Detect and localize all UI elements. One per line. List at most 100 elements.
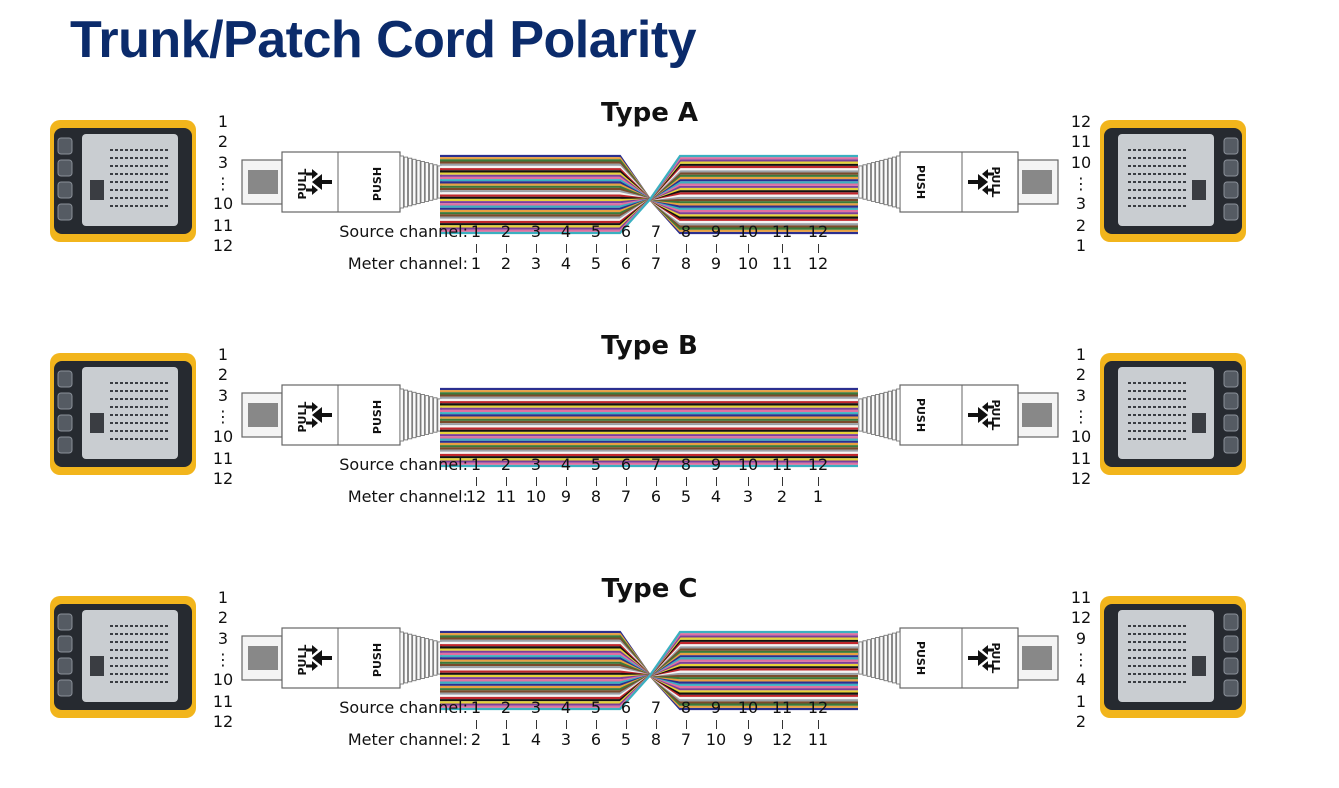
- right-port-number: ⋮: [1073, 650, 1089, 669]
- source-channel-number: 1: [470, 455, 482, 474]
- source-channel-number: 4: [560, 222, 572, 241]
- meter-channel-number: 12: [771, 730, 793, 749]
- source-channel-number: 11: [771, 698, 793, 717]
- left-port-number: 3: [217, 153, 229, 172]
- meter-channel-number: 7: [650, 254, 662, 273]
- right-mpo-connector: [858, 151, 1059, 213]
- left-port-number: ⋮: [215, 174, 231, 193]
- channel-connector-line: [716, 244, 717, 253]
- channel-connector-line: [536, 720, 537, 729]
- channel-connector-line: [748, 477, 749, 486]
- meter-channel-number: 3: [742, 487, 754, 506]
- channel-connector-line: [818, 720, 819, 729]
- right-port-number: 12: [1070, 608, 1092, 627]
- source-channel-number: 1: [470, 698, 482, 717]
- remote-meter: [1100, 596, 1246, 718]
- meter-channel-number: 10: [705, 730, 727, 749]
- meter-channel-number: 3: [560, 730, 572, 749]
- channel-connector-line: [626, 477, 627, 486]
- right-port-number: 12: [1070, 469, 1092, 488]
- channel-connector-line: [476, 477, 477, 486]
- left-port-number: 3: [217, 629, 229, 648]
- channel-connector-line: [566, 477, 567, 486]
- meter-channel-number: 7: [680, 730, 692, 749]
- left-port-number: 2: [217, 608, 229, 627]
- left-mpo-connector: [241, 627, 442, 689]
- lcd-screen: [82, 367, 178, 459]
- left-mpo-connector: [241, 151, 442, 213]
- lcd-screen: [82, 134, 178, 226]
- lcd-screen: [82, 610, 178, 702]
- fiber-ribbon: [440, 630, 858, 711]
- meter-channel-number: 7: [620, 487, 632, 506]
- channel-connector-line: [748, 244, 749, 253]
- channel-connector-line: [782, 720, 783, 729]
- left-port-number: 3: [217, 386, 229, 405]
- meter-channel-label: Meter channel:: [347, 487, 468, 506]
- source-channel-number: 4: [560, 698, 572, 717]
- meter-channel-number: 5: [590, 254, 602, 273]
- meter-channel-number: 5: [680, 487, 692, 506]
- right-port-number: 1: [1075, 236, 1087, 255]
- channel-connector-line: [476, 720, 477, 729]
- source-channel-number: 3: [530, 222, 542, 241]
- pull-label-right: PULL: [989, 399, 1002, 430]
- channel-connector-line: [818, 477, 819, 486]
- meter-channel-number: 2: [470, 730, 482, 749]
- channel-connector-line: [716, 720, 717, 729]
- source-channel-number: 12: [807, 455, 829, 474]
- type-title-text: Type A: [600, 98, 699, 128]
- left-mpo-connector: [241, 384, 442, 446]
- meter-channel-number: 9: [710, 254, 722, 273]
- channel-connector-line: [686, 720, 687, 729]
- source-channel-number: 3: [530, 698, 542, 717]
- source-channel-number: 2: [500, 698, 512, 717]
- right-mpo-connector: [858, 627, 1059, 689]
- source-channel-number: 12: [807, 222, 829, 241]
- meter-channel-number: 1: [812, 487, 824, 506]
- source-channel-number: 4: [560, 455, 572, 474]
- right-port-number: 11: [1070, 132, 1092, 151]
- left-port-number: 11: [212, 216, 234, 235]
- source-channel-number: 9: [710, 698, 722, 717]
- left-port-number: 1: [217, 112, 229, 131]
- right-port-number: 2: [1075, 216, 1087, 235]
- source-channel-number: 10: [737, 455, 759, 474]
- source-channel-number: 2: [500, 222, 512, 241]
- left-port-number: 1: [217, 345, 229, 364]
- meter-channel-number: 6: [590, 730, 602, 749]
- right-port-number: 2: [1075, 712, 1087, 731]
- source-channel-number: 6: [620, 698, 632, 717]
- page-title: Trunk/Patch Cord Polarity: [70, 11, 697, 69]
- source-channel-number: 7: [650, 222, 662, 241]
- remote-meter: [1100, 120, 1246, 242]
- meter-channel-number: 11: [495, 487, 517, 506]
- lcd-screen: [1118, 610, 1214, 702]
- right-port-number: 4: [1075, 670, 1087, 689]
- source-channel-label: Source channel:: [339, 455, 468, 474]
- source-channel-number: 12: [807, 698, 829, 717]
- channel-connector-line: [596, 720, 597, 729]
- channel-connector-line: [536, 244, 537, 253]
- right-port-number: ⋮: [1073, 407, 1089, 426]
- remote-meter: [1100, 353, 1246, 475]
- right-mpo-connector: [858, 384, 1059, 446]
- meter-channel-number: 6: [620, 254, 632, 273]
- left-port-number: ⋮: [215, 650, 231, 669]
- channel-connector-line: [686, 244, 687, 253]
- meter-channel-number: 8: [680, 254, 692, 273]
- meter-channel-number: 10: [525, 487, 547, 506]
- meter-channel-number: 4: [710, 487, 722, 506]
- meter-channel-number: 11: [807, 730, 829, 749]
- push-label-right: PUSH: [914, 398, 927, 432]
- meter-channel-number: 1: [500, 730, 512, 749]
- right-port-number: 1: [1075, 692, 1087, 711]
- channel-connector-line: [506, 477, 507, 486]
- meter-channel-label: Meter channel:: [347, 254, 468, 273]
- left-port-number: 11: [212, 449, 234, 468]
- right-port-number: 3: [1075, 386, 1087, 405]
